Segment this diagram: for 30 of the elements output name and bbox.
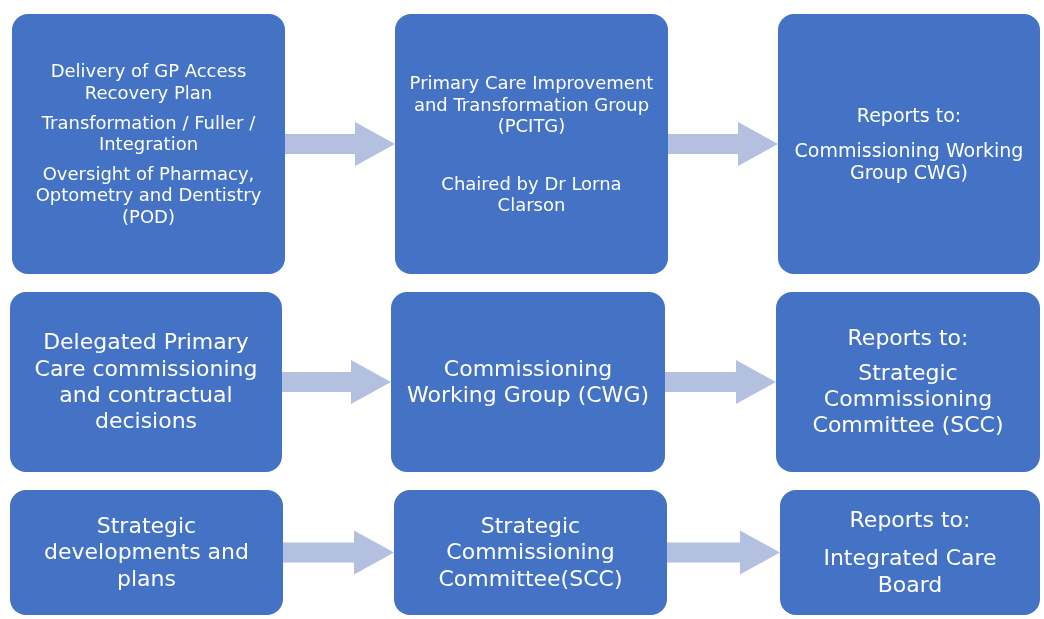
block-arrow — [285, 122, 395, 166]
process-box — [10, 292, 282, 472]
box-text: Transformation / Fuller / Integration — [40, 111, 257, 155]
box-text: Commissioning Working Group CWG) — [793, 138, 1025, 185]
box-text: Oversight of Pharmacy, Optometry and Dentistry (POD) — [34, 162, 263, 228]
box-text: Strategic developments and plans — [43, 512, 250, 593]
box-text: Reports to: — [849, 506, 971, 534]
box-text: Strategic Commissioning Committee (SCC) — [811, 359, 1005, 439]
block-arrow — [665, 360, 776, 404]
process-box — [394, 490, 667, 615]
box-text: Delegated Primary Care commissioning and contractual decisions — [33, 329, 259, 435]
box-text: Integrated Care Board — [822, 545, 998, 599]
process-box — [10, 490, 283, 615]
box-text: Reports to: — [856, 103, 962, 127]
box-text: Commissioning Working Group (CWG) — [406, 355, 650, 409]
box-text: Reports to: — [847, 325, 969, 352]
box-text: Delivery of GP Access Recovery Plan — [49, 60, 248, 104]
block-arrow — [667, 530, 780, 575]
process-box — [395, 14, 668, 274]
process-box — [12, 14, 285, 274]
process-box — [778, 14, 1040, 274]
process-box — [391, 292, 665, 472]
process-box — [776, 292, 1040, 472]
process-box — [780, 490, 1040, 615]
box-text: Chaired by Dr Lorna Clarson — [440, 172, 623, 216]
block-arrow — [668, 122, 778, 166]
block-arrow — [282, 360, 391, 404]
box-text: Strategic Commissioning Committee(SCC) — [437, 512, 624, 593]
box-text: Primary Care Improvement and Transformation Group (PCITG) — [408, 72, 655, 137]
block-arrow — [283, 530, 394, 575]
